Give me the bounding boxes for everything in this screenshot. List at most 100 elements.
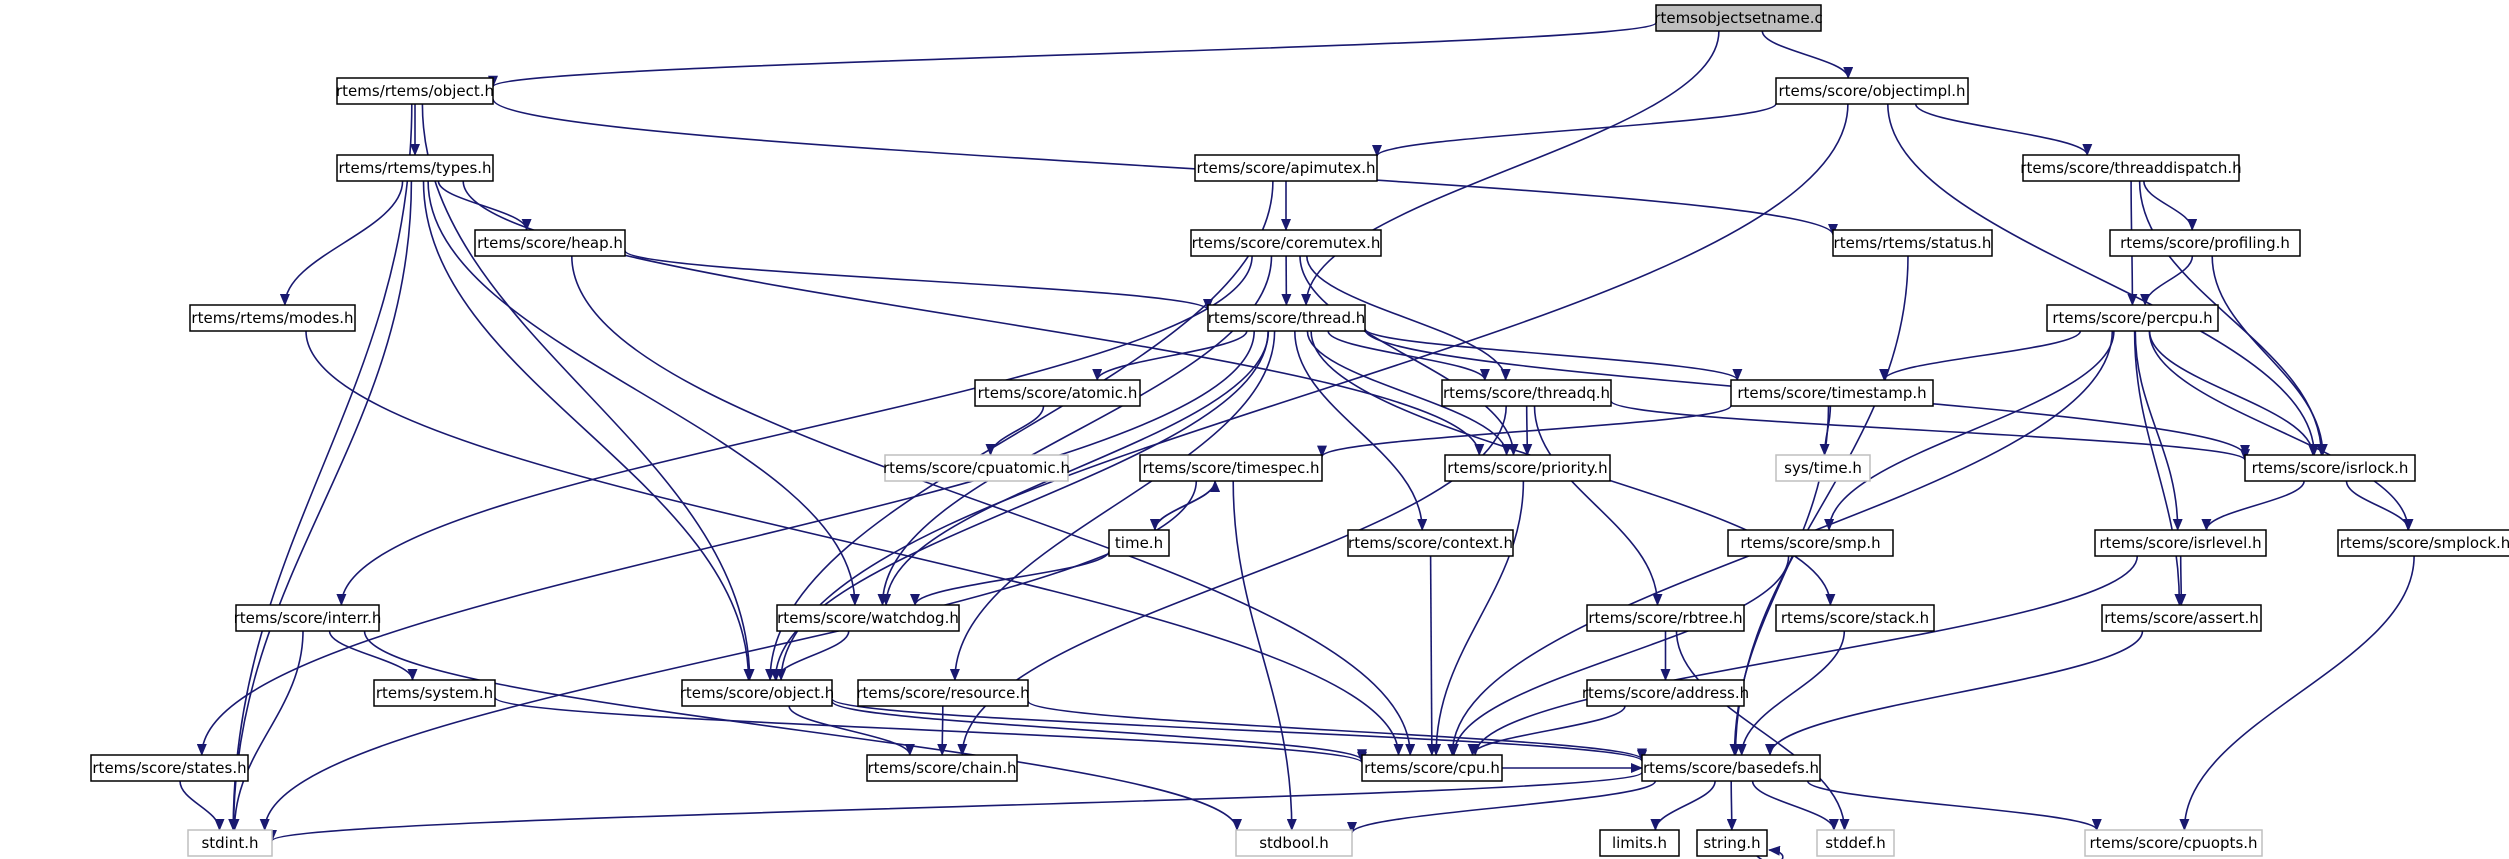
edge-priority-to-cpu (1431, 480, 1525, 756)
node-label: rtems/score/threadq.h (1443, 384, 1610, 402)
edge-heap-to-thread (624, 249, 1213, 311)
edge-types-to-stdint (228, 180, 413, 831)
edge-sobj-to-chain (788, 705, 915, 756)
edge-stack-to-basedefs (1736, 630, 1846, 756)
edge-smplock-to-cpuopts (2179, 555, 2415, 831)
edge-objimpl-to-sobj (776, 103, 1849, 681)
node-label: rtems/score/objectimpl.h (1778, 82, 1965, 100)
node-label: rtems/score/atomic.h (978, 384, 1138, 402)
node-label: rtems/score/object.h (680, 684, 835, 702)
node-label: rtems/score/basedefs.h (1643, 759, 1819, 777)
edge-root-to-thread (1301, 30, 1720, 306)
node-label: rtemsobjectsetname.c (1654, 9, 1822, 27)
edge-thread-to-context (1294, 330, 1428, 531)
edge-basedefs-to-stddef (1751, 780, 1839, 831)
node-label: rtems/score/threaddispatch.h (2020, 159, 2241, 177)
node-timespec[interactable]: rtems/score/timespec.h (1139, 454, 1323, 482)
node-objimpl[interactable]: rtems/score/objectimpl.h (1775, 77, 1969, 105)
edge-context-to-cpu (1426, 555, 1437, 756)
node-timeh[interactable]: time.h (1108, 529, 1170, 557)
node-modes[interactable]: rtems/rtems/modes.h (189, 304, 356, 332)
node-timestamp[interactable]: rtems/score/timestamp.h (1730, 379, 1934, 407)
node-label: rtems/score/watchdog.h (777, 609, 959, 627)
node-string[interactable]: string.h (1696, 829, 1768, 857)
node-label: stddef.h (1825, 834, 1885, 852)
node-label: rtems/score/chain.h (867, 759, 1016, 777)
node-apimutex[interactable]: rtems/score/apimutex.h (1194, 154, 1378, 182)
node-stack[interactable]: rtems/score/stack.h (1775, 604, 1935, 632)
node-context[interactable]: rtems/score/context.h (1347, 529, 1514, 557)
node-box (336, 154, 494, 182)
node-label: rtems/score/priority.h (1447, 459, 1607, 477)
node-limits[interactable]: limits.h (1599, 829, 1680, 857)
node-priority[interactable]: rtems/score/priority.h (1444, 454, 1611, 482)
node-profiling[interactable]: rtems/score/profiling.h (2109, 229, 2301, 257)
edge-basedefs-to-stdint (267, 771, 1643, 842)
node-status[interactable]: rtems/rtems/status.h (1832, 229, 1993, 257)
edge-objimpl-to-isrlock (1887, 103, 2320, 456)
node-watchdog[interactable]: rtems/score/watchdog.h (776, 604, 960, 632)
edge-types-to-sobj (422, 180, 754, 681)
node-box (1730, 379, 1934, 407)
edge-isrlevel-to-cpu (1470, 555, 2139, 756)
edge-watchdog-to-sobj (771, 630, 850, 681)
node-system[interactable]: rtems/system.h (373, 679, 496, 707)
node-chain[interactable]: rtems/score/chain.h (866, 754, 1018, 782)
node-box (2094, 529, 2267, 557)
node-box (681, 679, 833, 707)
node-cpu[interactable]: rtems/score/cpu.h (1361, 754, 1503, 782)
node-box (1586, 679, 1745, 707)
node-label: stdint.h (201, 834, 258, 852)
node-tdisp[interactable]: rtems/score/threaddispatch.h (2020, 154, 2242, 182)
edge-isrlock-to-smplock (2345, 480, 2414, 531)
edge-percpu-to-smplock (2148, 330, 2414, 531)
edge-coremutex-to-interr (336, 255, 1253, 606)
edge-types-to-watchdog (427, 180, 860, 606)
edge-percpu-to-isrlevel (2134, 330, 2183, 531)
node-isrlock[interactable]: rtems/score/isrlock.h (2244, 454, 2416, 482)
node-label: rtems/score/isrlevel.h (2099, 534, 2261, 552)
node-rbtree[interactable]: rtems/score/rbtree.h (1586, 604, 1745, 632)
node-box (884, 454, 1069, 482)
node-percpu[interactable]: rtems/score/percpu.h (2046, 304, 2219, 332)
file-nodes: rtemsobjectsetname.c rtems/rtems/object.h… (90, 4, 2509, 857)
node-label: rtems/rtems/modes.h (191, 309, 353, 327)
node-smplock[interactable]: rtems/score/smplock.h (2337, 529, 2509, 557)
node-address[interactable]: rtems/score/address.h (1582, 679, 1749, 707)
node-atomic[interactable]: rtems/score/atomic.h (974, 379, 1141, 407)
node-assert[interactable]: rtems/score/assert.h (2101, 604, 2262, 632)
node-box (1641, 754, 1821, 782)
node-box (1207, 304, 1366, 332)
edge-thread-to-timestamp (1364, 328, 1743, 381)
edge-status-to-basedefs (1730, 255, 1909, 756)
node-label: limits.h (1612, 834, 1667, 852)
node-isrlevel[interactable]: rtems/score/isrlevel.h (2094, 529, 2267, 557)
node-label: rtems/rtems/status.h (1834, 234, 1992, 252)
edge-tdisp-to-profiling (2143, 180, 2198, 231)
node-box (90, 754, 249, 782)
node-threadq[interactable]: rtems/score/threadq.h (1441, 379, 1612, 407)
edge-thread-to-threadq (1327, 330, 1490, 381)
node-states[interactable]: rtems/score/states.h (90, 754, 249, 782)
node-root[interactable]: rtemsobjectsetname.c (1654, 4, 1823, 32)
node-smp[interactable]: rtems/score/smp.h (1727, 529, 1894, 557)
node-types[interactable]: rtems/rtems/types.h (336, 154, 494, 182)
node-thread[interactable]: rtems/score/thread.h (1207, 304, 1366, 332)
edge-interr-to-stdint (229, 630, 304, 831)
node-coremutex[interactable]: rtems/score/coremutex.h (1190, 229, 1382, 257)
node-box (866, 754, 1018, 782)
edge-types-to-modes (279, 180, 404, 306)
node-label: sys/time.h (1784, 459, 1862, 477)
node-interr[interactable]: rtems/score/interr.h (234, 604, 382, 632)
node-basedefs[interactable]: rtems/score/basedefs.h (1641, 754, 1821, 782)
node-sobj[interactable]: rtems/score/object.h (680, 679, 835, 707)
node-label: rtems/score/heap.h (477, 234, 623, 252)
node-label: rtems/score/coremutex.h (1192, 234, 1381, 252)
edge-string-to-string (1756, 845, 1784, 859)
node-resource[interactable]: rtems/score/resource.h (856, 679, 1030, 707)
node-box (373, 679, 496, 707)
edge-profiling-to-isrlock (2211, 255, 2328, 456)
node-robj[interactable]: rtems/rtems/object.h (336, 77, 494, 105)
edge-thread-to-states (196, 330, 1255, 756)
node-heap[interactable]: rtems/score/heap.h (474, 229, 626, 257)
